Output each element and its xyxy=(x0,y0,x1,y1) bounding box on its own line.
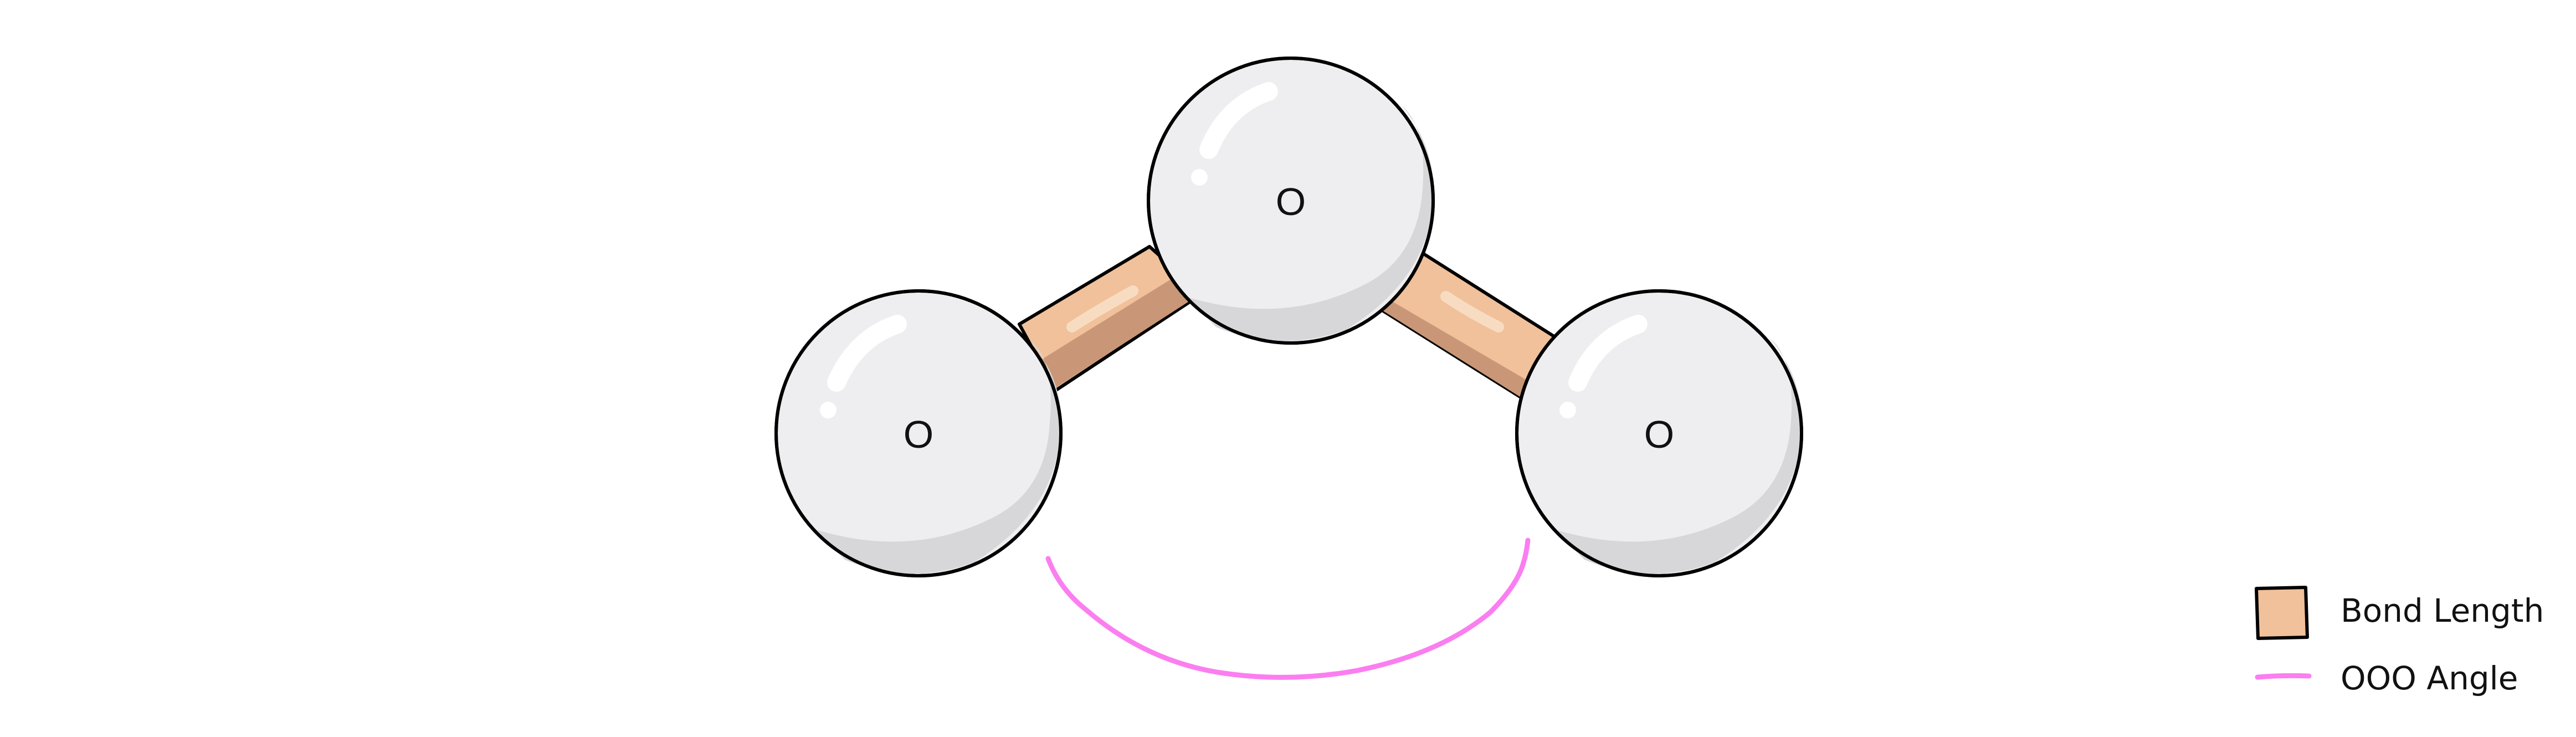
legend-item-angle: OOO Angle xyxy=(2255,659,2518,697)
legend: Bond Length OOO Angle xyxy=(2255,586,2544,697)
legend-item-bond-length: Bond Length xyxy=(2255,586,2544,640)
atom-left-oxygen: O xyxy=(774,289,1063,577)
atom-top-oxygen: O xyxy=(1147,57,1435,345)
legend-label-angle: OOO Angle xyxy=(2341,659,2518,697)
bond-left-top xyxy=(1018,245,1204,392)
atom-right-oxygen: O xyxy=(1515,289,1803,577)
legend-label-bond-length: Bond Length xyxy=(2341,592,2544,629)
legend-swatch-angle-line xyxy=(2255,673,2312,680)
atom-left-label: O xyxy=(904,413,933,456)
legend-swatch-bond xyxy=(2255,586,2309,640)
atom-top-label: O xyxy=(1276,180,1306,223)
angle-arc xyxy=(1045,538,1531,680)
atom-right-label: O xyxy=(1644,413,1674,456)
